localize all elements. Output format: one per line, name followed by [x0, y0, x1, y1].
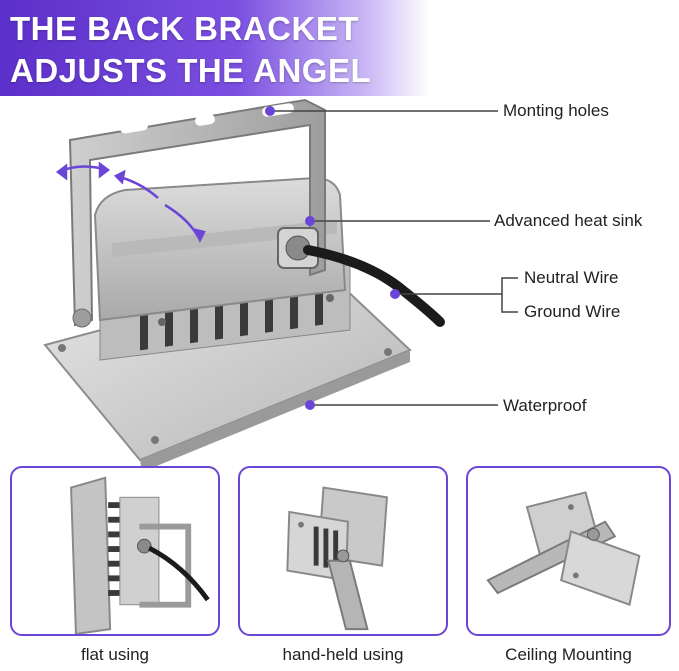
hand-held-illustration [286, 486, 388, 631]
cable-gland [277, 227, 445, 327]
headline-banner: THE BACK BRACKET ADJUSTS THE ANGEL [0, 0, 430, 96]
flat-using-illustration [70, 476, 210, 634]
caption-ceiling-mounting: Ceiling Mounting [505, 645, 632, 664]
panel-hand-held-using [238, 466, 448, 636]
callout-waterproof: Waterproof [503, 396, 587, 415]
caption-flat-using: flat using [80, 645, 150, 664]
panel-flat-using [10, 466, 220, 636]
callout-dots [265, 106, 400, 410]
headline-line-1: THE BACK BRACKET [10, 10, 359, 47]
caption-hand-held-using: hand-held using [282, 645, 404, 664]
panel-ceiling-mounting [466, 466, 671, 636]
ceiling-mounting-illustration [486, 491, 641, 607]
callout-ground-wire: Ground Wire [524, 302, 621, 321]
headline-line-2: ADJUSTS THE ANGEL [10, 52, 372, 89]
callout-neutral-wire: Neutral Wire [524, 268, 619, 287]
rotation-arrows [55, 161, 206, 244]
callout-lines [270, 110, 518, 406]
callout-mounting-holes: Monting holes [503, 101, 609, 120]
callout-heat-sink: Advanced heat sink [494, 211, 643, 230]
floodlight-illustration [43, 98, 518, 470]
